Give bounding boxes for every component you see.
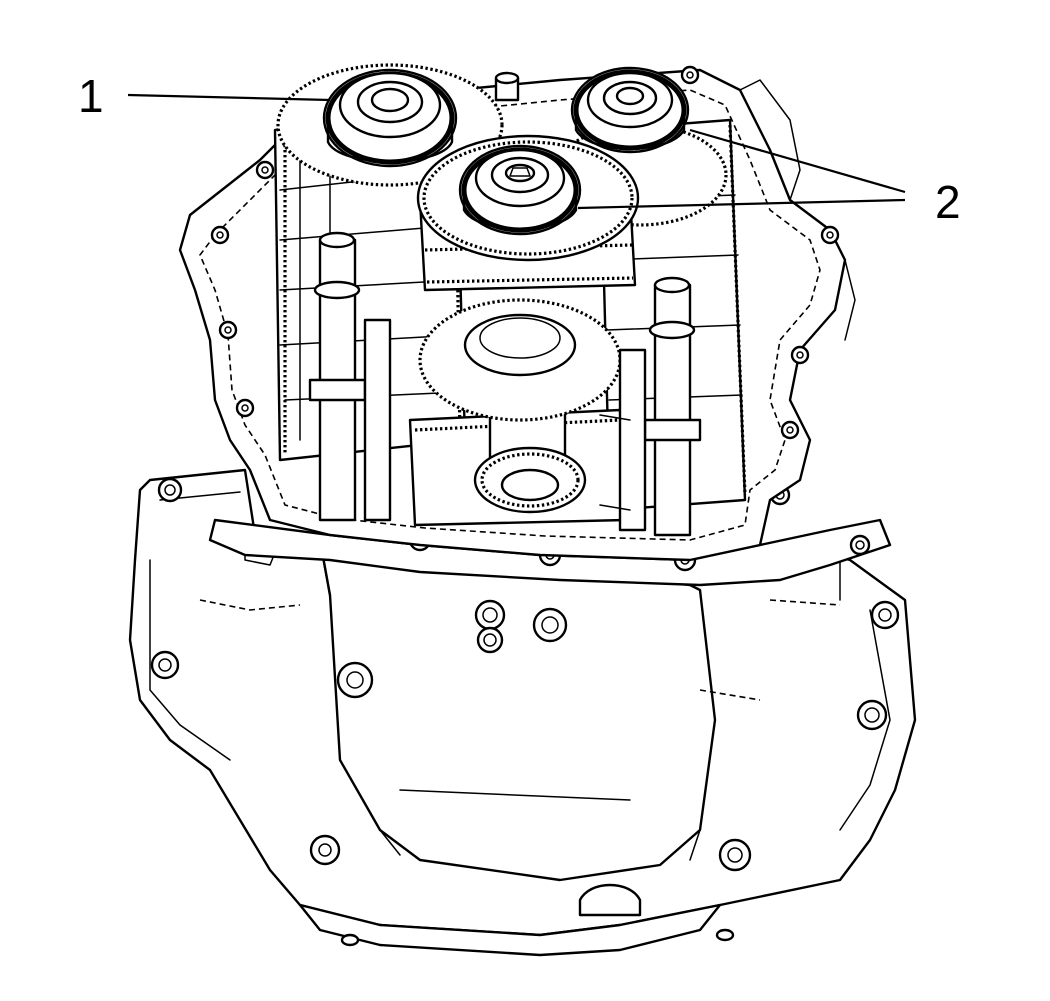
- housing-bolt-holes: [150, 477, 900, 872]
- callout-1-label: 1: [78, 70, 104, 122]
- support-posts: [308, 231, 702, 537]
- callout-2-leader-upper: [689, 128, 906, 194]
- callout-1: 1: [78, 70, 331, 122]
- callout-2: 2: [577, 128, 961, 228]
- center-shaft: [408, 298, 627, 527]
- lower-housing: [128, 468, 917, 957]
- bearing-2-right: [570, 66, 690, 154]
- callout-1-leader: [127, 93, 331, 102]
- callout-2-leader-lower: [577, 198, 906, 210]
- bearing-1: [322, 68, 458, 168]
- callout-2-label: 2: [935, 176, 961, 228]
- bearing-2-left: [458, 144, 582, 236]
- shift-shaft-bolt: [494, 71, 520, 102]
